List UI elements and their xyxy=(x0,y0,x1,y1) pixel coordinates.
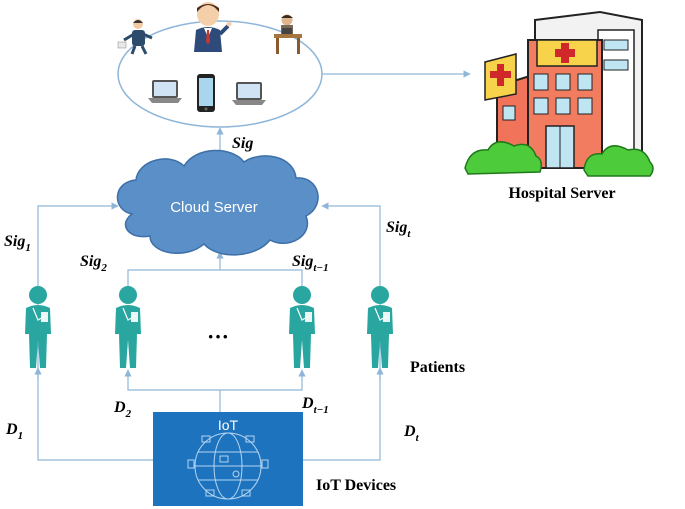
laptop-icon xyxy=(148,80,182,103)
patient-icon xyxy=(289,286,315,368)
iot-box-label: IoT xyxy=(218,417,239,433)
user-ellipse xyxy=(117,2,323,128)
patient-icon xyxy=(115,286,141,368)
data-label-t-minus-1: Dt−1 xyxy=(301,395,329,416)
sig-label-t: Sigt xyxy=(386,219,411,240)
doctor-icon xyxy=(117,19,153,55)
data-label-t: Dt xyxy=(403,423,420,444)
patients-group xyxy=(25,286,393,368)
manager-icon xyxy=(194,2,232,52)
patients-ellipsis: ··· xyxy=(207,324,229,349)
patient-icon xyxy=(367,286,393,368)
cloud-server-label: Cloud Server xyxy=(170,199,258,216)
data-label-2: D2 xyxy=(113,399,132,420)
sig-label-t-minus-1: Sigt−1 xyxy=(292,253,329,274)
sig-label-top: Sig xyxy=(232,135,253,152)
sig-label-2: Sig2 xyxy=(80,253,107,274)
iot-globe-icon xyxy=(187,432,269,500)
patients-label: Patients xyxy=(410,359,465,376)
hospital-building-icon xyxy=(464,10,654,177)
receptionist-icon xyxy=(274,14,302,54)
iot-devices-label: IoT Devices xyxy=(316,477,396,494)
patient-icon xyxy=(25,286,51,368)
iot-box: IoT xyxy=(153,412,303,506)
smartphone-icon xyxy=(197,74,215,112)
data-label-1: D1 xyxy=(5,421,23,442)
cloud-icon xyxy=(116,149,319,256)
laptop-icon xyxy=(232,82,266,105)
hospital-label: Hospital Server xyxy=(508,185,615,202)
sig-label-1: Sig1 xyxy=(4,233,31,254)
